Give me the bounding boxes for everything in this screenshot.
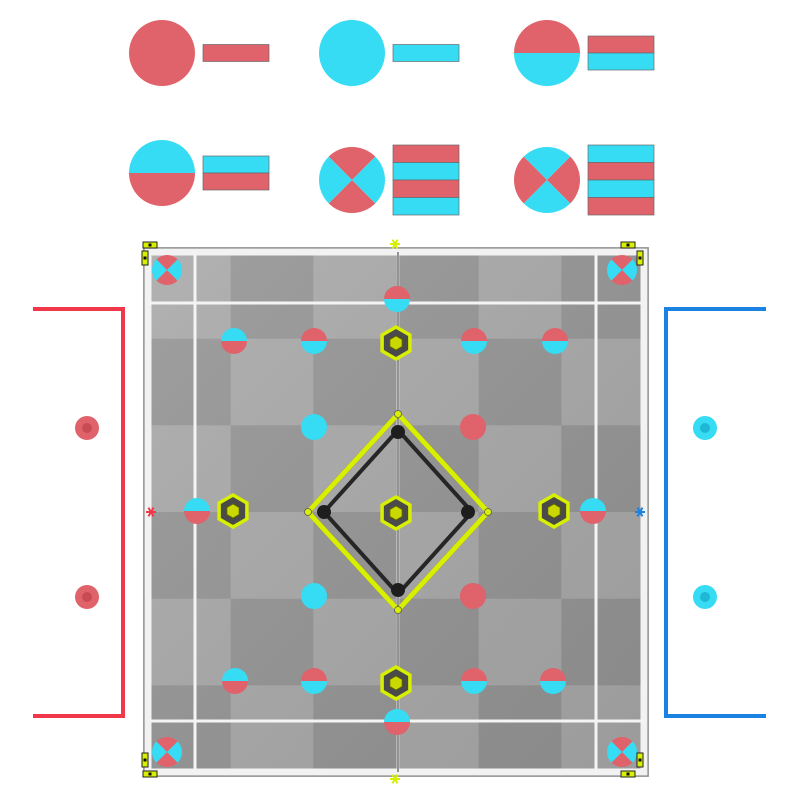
ring-r4-3 <box>461 668 487 694</box>
legend-item-quad-red-top <box>319 144 460 216</box>
legend-bars-blue-mobile-goal <box>392 44 460 62</box>
legend-item-blue-mobile-goal <box>319 20 460 86</box>
corner-goal-bottom-right <box>607 737 638 768</box>
stake-left <box>217 492 249 530</box>
legend-item-quad-cyan-top <box>514 144 655 216</box>
ring-r4-4 <box>540 668 566 694</box>
ring-r1-4 <box>542 328 568 354</box>
ring-mid-right <box>580 498 606 524</box>
ring-r1-1 <box>221 328 247 354</box>
red-alliance-ring-2 <box>75 585 99 609</box>
red-alliance-ring-1 <box>75 416 99 440</box>
center-ladder <box>304 410 492 614</box>
stake-bottom <box>380 664 412 702</box>
legend-disc-red-mobile-goal <box>129 20 195 86</box>
legend-bars-red-mobile-goal <box>202 44 270 62</box>
legend <box>129 20 655 216</box>
legend-disc-red-top-blue-bottom <box>514 20 580 86</box>
corner-markers <box>141 241 644 778</box>
legend-disc-blue-top-red-bottom <box>129 140 195 206</box>
legend-item-blue-top-red-bottom <box>129 140 270 206</box>
legend-disc-blue-mobile-goal <box>319 20 385 86</box>
legend-bars-red-top-blue-bottom <box>587 35 655 71</box>
ring-r1-3 <box>461 328 487 354</box>
ring-r3-1 <box>301 583 327 609</box>
ring-r4-2 <box>301 668 327 694</box>
ring-r4-1 <box>222 668 248 694</box>
corner-goal-bottom-left <box>151 737 183 767</box>
legend-item-red-mobile-goal <box>129 20 270 86</box>
legend-disc-quad-red-top <box>319 146 385 214</box>
stake-right <box>538 492 570 530</box>
legend-disc-quad-cyan-top <box>514 147 580 213</box>
field <box>141 239 649 784</box>
ring-mid-left <box>184 498 210 524</box>
ring-r1-2 <box>301 328 327 354</box>
corner-goals <box>151 254 638 768</box>
ring-r2-1 <box>301 414 327 440</box>
corner-goal-top-right <box>607 254 638 286</box>
field-rings <box>184 286 606 735</box>
ring-bottom-center <box>384 709 410 735</box>
corner-goal-top-left <box>152 255 182 285</box>
blue-alliance-ring-1 <box>693 416 717 440</box>
red-alliance-zone <box>33 307 125 718</box>
ring-r2-2 <box>460 414 486 440</box>
ring-r3-2 <box>460 583 486 609</box>
legend-bars-quad-red-top <box>392 144 460 216</box>
blue-alliance-zone <box>664 307 766 718</box>
legend-item-red-top-blue-bottom <box>514 20 655 86</box>
ring-top-center <box>384 286 410 312</box>
stake-top <box>380 324 412 362</box>
legend-bars-quad-cyan-top <box>587 144 655 216</box>
legend-bars-blue-top-red-bottom <box>202 155 270 191</box>
stakes <box>217 324 570 702</box>
alliance-zones <box>33 307 766 718</box>
blue-alliance-ring-2 <box>693 585 717 609</box>
stake-center <box>380 494 412 532</box>
wall-markers <box>146 239 645 784</box>
